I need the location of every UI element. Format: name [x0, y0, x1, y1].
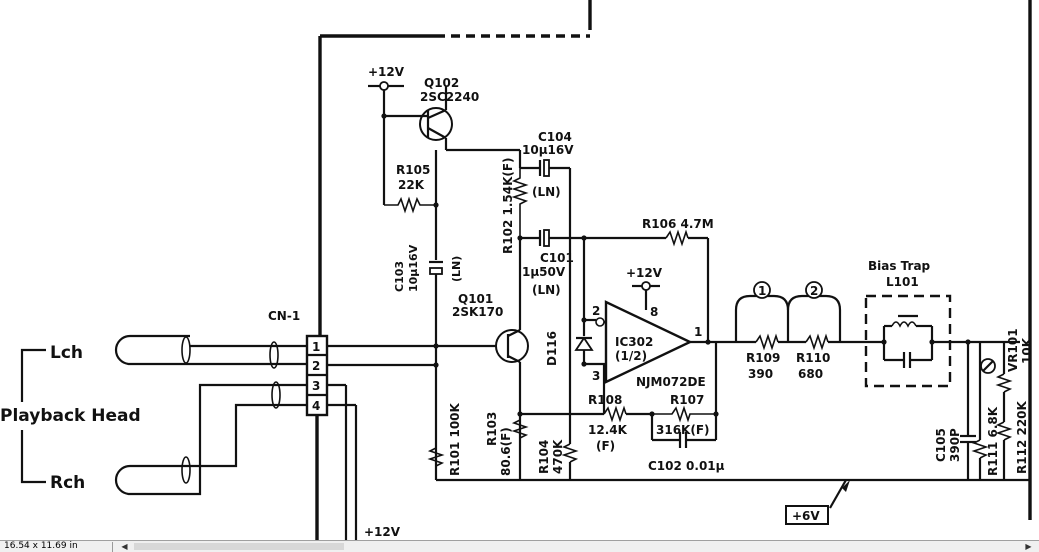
- resistor-r105: R105 22K: [382, 116, 439, 260]
- svg-text:NJM072DE: NJM072DE: [636, 375, 706, 389]
- potentiometer-vr101: VR101 10K: [980, 328, 1034, 422]
- svg-text:1μ50V: 1μ50V: [522, 265, 566, 279]
- schematic-diagram: +12V Q102 2SC2240 R105 22K C103 10μ16V (…: [0, 0, 1034, 540]
- svg-text:R101 100K: R101 100K: [448, 402, 462, 476]
- svg-text:2: 2: [592, 304, 600, 318]
- svg-text:+12V: +12V: [368, 65, 405, 79]
- svg-text:(1/2): (1/2): [615, 349, 647, 363]
- svg-text:3: 3: [312, 379, 320, 393]
- svg-text:(LN): (LN): [532, 185, 561, 199]
- svg-text:R108: R108: [588, 393, 622, 407]
- feedback-network: R108 12.4K (F) R107 316K(F) C102 0.01μ: [588, 342, 725, 473]
- triangle-right-icon[interactable]: ▶: [1025, 542, 1032, 551]
- svg-text:10μ16V: 10μ16V: [407, 244, 420, 292]
- status-separator: [112, 542, 113, 552]
- svg-text:R103: R103: [485, 412, 499, 446]
- resistor-r106: R106 4.7M: [582, 217, 714, 342]
- svg-text:Rch: Rch: [50, 473, 85, 493]
- svg-text:Q102: Q102: [424, 76, 459, 90]
- svg-text:+12V: +12V: [364, 525, 401, 539]
- svg-text:C103: C103: [393, 261, 406, 292]
- opamp-ic302: +12V 8 IC302 (1/2) NJM072DE 2 3 1: [584, 266, 716, 414]
- svg-text:1: 1: [312, 340, 320, 354]
- resistor-r111: R111 6.8K: [971, 342, 1000, 480]
- svg-text:L101: L101: [886, 275, 919, 289]
- capacitor-c103: C103 10μ16V (LN): [393, 244, 463, 480]
- svg-text:1: 1: [694, 325, 702, 339]
- svg-text:316K(F): 316K(F): [656, 423, 710, 437]
- svg-text:4: 4: [312, 399, 320, 413]
- svg-text:+6V: +6V: [792, 509, 820, 523]
- svg-text:8: 8: [650, 305, 658, 319]
- svg-text:R109: R109: [746, 351, 780, 365]
- svg-text:390P: 390P: [948, 428, 962, 462]
- horizontal-scrollbar[interactable]: [134, 543, 344, 550]
- svg-text:2: 2: [810, 284, 818, 298]
- svg-text:Playback Head: Playback Head: [0, 406, 141, 426]
- svg-text:10μ16V: 10μ16V: [522, 143, 574, 157]
- bus-plus6v: +6V: [436, 478, 1030, 525]
- svg-text:R105: R105: [396, 163, 430, 177]
- output-resistors: R109 390 R110 680 1 2: [716, 281, 884, 381]
- resistor-r102: R102 1.54K(F): [501, 157, 529, 254]
- svg-text:(F): (F): [596, 439, 615, 453]
- svg-text:2SC2240: 2SC2240: [420, 90, 479, 104]
- svg-text:(LN): (LN): [450, 256, 463, 282]
- svg-text:C104: C104: [538, 130, 572, 144]
- svg-text:390: 390: [748, 367, 773, 381]
- svg-text:CN-1: CN-1: [268, 309, 300, 323]
- svg-text:22K: 22K: [398, 178, 425, 192]
- capacitor-c104: C104 10μ16V (LN): [518, 130, 574, 414]
- svg-text:R106 4.7M: R106 4.7M: [642, 217, 714, 231]
- transistor-q102: Q102 2SC2240: [384, 76, 520, 152]
- svg-text:R102 1.54K(F): R102 1.54K(F): [501, 157, 515, 254]
- svg-text:C105: C105: [934, 428, 948, 462]
- supply-12v-top: +12V: [368, 65, 405, 119]
- supply-12v-bottom: +12V: [364, 525, 401, 539]
- svg-text:VR101: VR101: [1006, 328, 1020, 372]
- svg-text:R107: R107: [670, 393, 704, 407]
- svg-text:R111 6.8K: R111 6.8K: [986, 406, 1000, 476]
- svg-text:12.4K: 12.4K: [588, 423, 628, 437]
- svg-text:2: 2: [312, 359, 320, 373]
- svg-text:680: 680: [798, 367, 823, 381]
- resistor-r104: R104 470K: [537, 414, 579, 480]
- svg-text:R112 220K: R112 220K: [1015, 400, 1029, 474]
- capacitor-c105: C105 390P: [934, 339, 976, 480]
- svg-text:10K: 10K: [1020, 337, 1034, 364]
- svg-text:R110: R110: [796, 351, 830, 365]
- svg-text:C101: C101: [540, 251, 574, 265]
- playback-head-label: Playback Head: [0, 355, 141, 478]
- resistor-r112: R112 220K: [995, 400, 1029, 480]
- capacitor-c101: C101 1μ50V (LN): [520, 229, 587, 297]
- diode-d116: D116: [545, 317, 594, 367]
- status-bar: 16.54 x 11.69 in ◀ ▶: [0, 540, 1039, 552]
- svg-text:470K: 470K: [551, 439, 565, 474]
- input-wiring: [315, 343, 496, 540]
- resistor-r103: R103 80.6(F): [485, 411, 604, 476]
- svg-text:80.6(F): 80.6(F): [499, 427, 513, 476]
- svg-text:2SK170: 2SK170: [452, 305, 503, 319]
- resistor-r101: R101 100K: [427, 402, 462, 476]
- svg-text:IC302: IC302: [615, 335, 653, 349]
- svg-text:Lch: Lch: [50, 343, 83, 363]
- svg-text:D116: D116: [545, 331, 559, 366]
- svg-text:(LN): (LN): [532, 283, 561, 297]
- shield-boundary: [318, 0, 1032, 520]
- svg-text:Bias Trap: Bias Trap: [868, 259, 931, 273]
- bias-trap-l101: Bias Trap L101: [864, 259, 1020, 388]
- svg-text:+12V: +12V: [626, 266, 663, 280]
- playback-head-rch: Rch: [20, 381, 307, 496]
- svg-text:3: 3: [592, 369, 600, 383]
- page-size-readout: 16.54 x 11.69 in: [4, 541, 78, 551]
- svg-text:1: 1: [758, 284, 766, 298]
- svg-text:C102 0.01μ: C102 0.01μ: [648, 459, 725, 473]
- triangle-left-icon[interactable]: ◀: [121, 542, 128, 551]
- svg-text:Q101: Q101: [458, 292, 493, 306]
- playback-head-lch: Lch: [20, 334, 307, 369]
- svg-text:R104: R104: [537, 440, 551, 474]
- transistor-q101: Q101 2SK170: [452, 238, 529, 480]
